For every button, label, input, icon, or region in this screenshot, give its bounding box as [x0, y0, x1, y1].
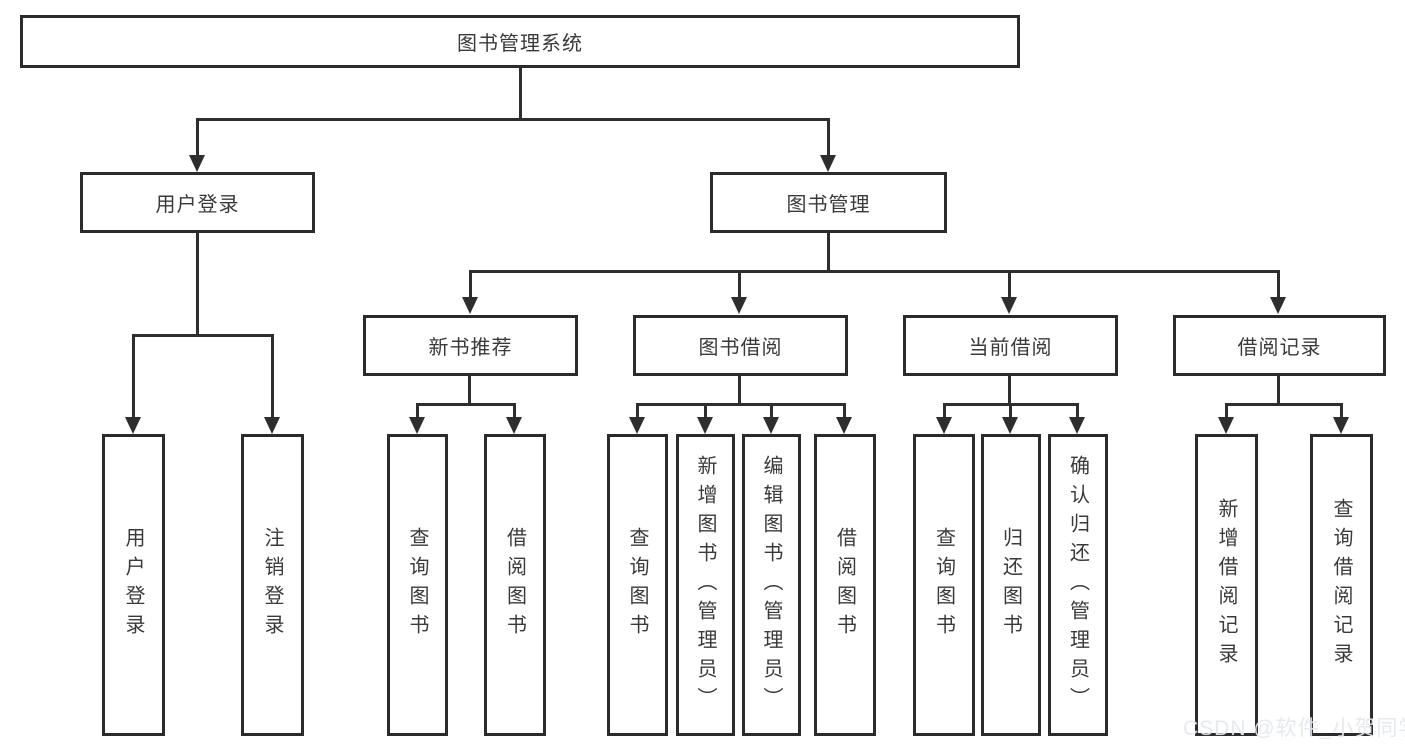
- connector-line: [132, 334, 135, 418]
- node-book-borrow: 图书借阅: [633, 315, 848, 376]
- connector-line: [132, 334, 274, 337]
- connector-line: [1225, 403, 1342, 406]
- arrow-down-icon: [264, 417, 280, 434]
- connector-line: [416, 403, 419, 419]
- leaf-borrow-books-recommend: 借阅图书: [484, 434, 546, 736]
- leaf-query-books-current-label: 查询图书: [932, 527, 955, 643]
- leaf-add-book-admin: 新增图书（管理员）: [676, 434, 735, 736]
- leaf-edit-book-admin: 编辑图书（管理员）: [742, 434, 801, 736]
- arrow-down-icon: [1333, 417, 1349, 434]
- leaf-confirm-return-admin-label: 确认归还（管理员）: [1066, 454, 1089, 716]
- connector-line: [1340, 403, 1343, 419]
- connector-line: [271, 334, 274, 418]
- connector-line: [636, 403, 844, 406]
- arrow-down-icon: [462, 297, 478, 314]
- leaf-borrow-books-borrow: 借阅图书: [814, 434, 876, 736]
- arrow-down-icon: [763, 417, 779, 434]
- arrow-down-icon: [189, 155, 205, 172]
- leaf-add-book-admin-label: 新增图书（管理员）: [694, 454, 716, 716]
- node-root-label: 图书管理系统: [457, 33, 583, 55]
- leaf-query-books-borrow-label: 查询图书: [626, 527, 648, 643]
- connector-line: [943, 403, 946, 419]
- node-user-login-label: 用户登录: [155, 194, 240, 216]
- arrow-down-icon: [506, 417, 522, 434]
- arrow-down-icon: [1002, 417, 1018, 434]
- leaf-logout-label: 注销登录: [261, 527, 283, 643]
- leaf-confirm-return-admin: 确认归还（管理员）: [1048, 434, 1108, 736]
- leaf-query-books-current: 查询图书: [913, 434, 975, 736]
- leaf-query-borrow-record-label: 查询借阅记录: [1330, 498, 1352, 672]
- leaf-return-book: 归还图书: [981, 434, 1041, 736]
- arrow-down-icon: [697, 417, 713, 434]
- connector-line: [770, 403, 773, 419]
- node-book-management-label: 图书管理: [786, 194, 871, 216]
- arrow-down-icon: [1270, 297, 1286, 314]
- connector-line: [1277, 270, 1280, 299]
- connector-line: [468, 376, 471, 406]
- leaf-query-borrow-record: 查询借阅记录: [1310, 434, 1373, 736]
- connector-line: [843, 403, 846, 419]
- connector-line: [196, 233, 199, 337]
- leaf-query-books-borrow: 查询图书: [607, 434, 668, 736]
- connector-line: [196, 118, 199, 160]
- leaf-user-login: 用户登录: [102, 434, 165, 736]
- connector-line: [196, 118, 830, 121]
- connector-line: [416, 403, 516, 406]
- connector-line: [1008, 376, 1011, 406]
- connector-line: [1225, 403, 1228, 419]
- connector-line: [636, 403, 639, 419]
- connector-line: [469, 270, 472, 299]
- leaf-query-books-recommend-label: 查询图书: [406, 527, 428, 643]
- arrow-down-icon: [836, 417, 852, 434]
- node-root: 图书管理系统: [20, 15, 1020, 68]
- node-borrow-records: 借阅记录: [1173, 315, 1386, 376]
- connector-line: [704, 403, 707, 419]
- arrow-down-icon: [409, 417, 425, 434]
- arrow-down-icon: [936, 417, 952, 434]
- connector-line: [827, 118, 830, 160]
- connector-line: [1076, 403, 1079, 419]
- connector-line: [519, 68, 522, 121]
- arrow-down-icon: [1218, 417, 1234, 434]
- leaf-add-borrow-record: 新增借阅记录: [1195, 434, 1258, 736]
- connector-line: [469, 270, 1280, 273]
- arrow-down-icon: [1069, 417, 1085, 434]
- node-current-borrow-label: 当前借阅: [968, 337, 1053, 359]
- leaf-return-book-label: 归还图书: [999, 527, 1022, 643]
- connector-line: [1277, 376, 1280, 406]
- node-current-borrow: 当前借阅: [903, 315, 1118, 376]
- leaf-borrow-books-recommend-label: 借阅图书: [503, 527, 526, 643]
- leaf-edit-book-admin-label: 编辑图书（管理员）: [760, 454, 782, 716]
- node-book-management: 图书管理: [710, 172, 947, 233]
- leaf-borrow-books-borrow-label: 借阅图书: [833, 527, 856, 643]
- connector-line: [738, 270, 741, 299]
- arrow-down-icon: [1001, 297, 1017, 314]
- arrow-down-icon: [125, 417, 141, 434]
- arrow-down-icon: [820, 155, 836, 172]
- leaf-user-login-label: 用户登录: [122, 527, 144, 643]
- arrow-down-icon: [629, 417, 645, 434]
- node-book-borrow-label: 图书借阅: [698, 337, 783, 359]
- node-borrow-records-label: 借阅记录: [1237, 337, 1322, 359]
- node-new-book-recommend: 新书推荐: [363, 315, 578, 376]
- connector-line: [827, 233, 830, 272]
- connector-line: [1009, 403, 1012, 419]
- leaf-logout: 注销登录: [241, 434, 304, 736]
- connector-line: [738, 376, 741, 406]
- connector-line: [513, 403, 516, 419]
- leaf-query-books-recommend: 查询图书: [387, 434, 448, 736]
- connector-line: [1008, 270, 1011, 299]
- node-user-login: 用户登录: [80, 172, 315, 233]
- watermark-text: CSDN @软件_小贺同学: [1183, 717, 1405, 740]
- node-new-book-recommend-label: 新书推荐: [428, 337, 513, 359]
- arrow-down-icon: [731, 297, 747, 314]
- leaf-add-borrow-record-label: 新增借阅记录: [1215, 498, 1237, 672]
